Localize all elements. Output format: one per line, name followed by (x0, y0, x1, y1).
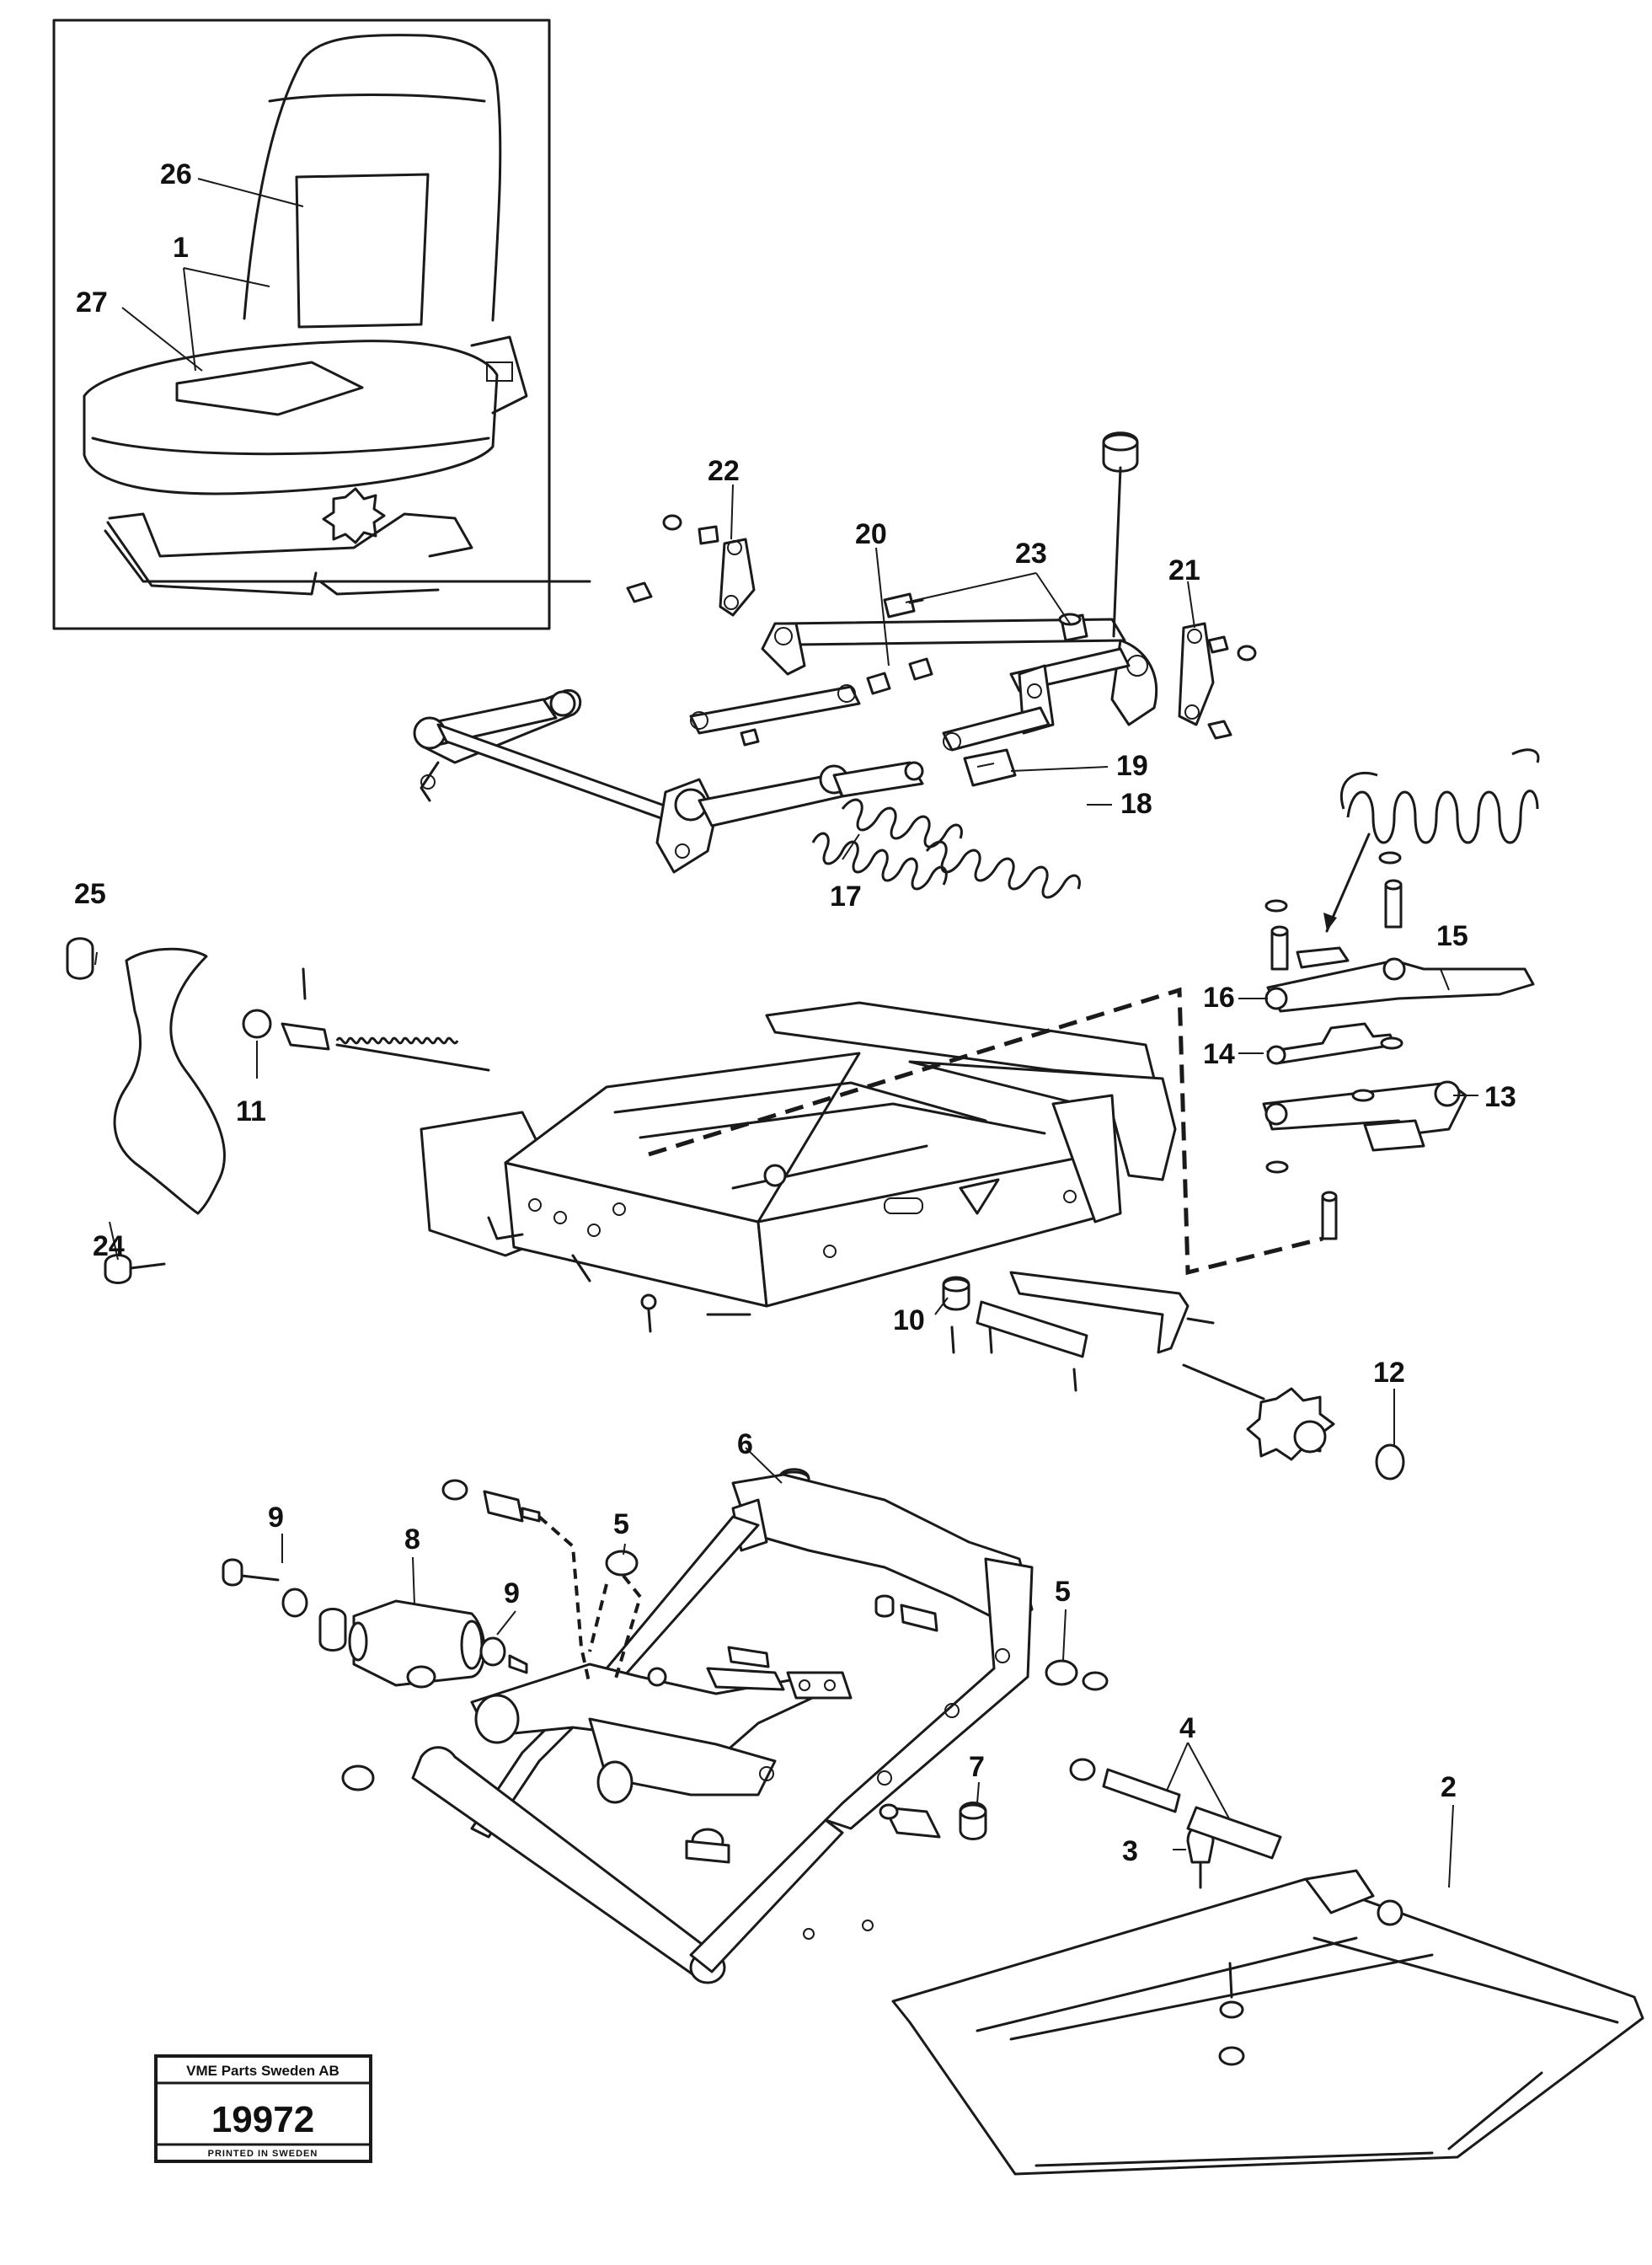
callout-16: 16 (1203, 982, 1235, 1014)
callout-26: 26 (160, 158, 192, 190)
callout-20: 20 (855, 518, 887, 550)
right-brackets (1262, 851, 1535, 1240)
leader-lines (94, 484, 1478, 1888)
callout-24: 24 (93, 1230, 125, 1262)
callout-7: 7 (969, 1751, 985, 1783)
callout-23: 23 (1015, 538, 1047, 570)
callout-5a: 5 (613, 1508, 629, 1540)
stamp-number: 19972 (211, 2099, 314, 2140)
callout-9b: 9 (504, 1577, 520, 1609)
callout-labels: 26 1 27 22 20 23 21 19 18 17 25 15 16 14… (74, 158, 1516, 1867)
stamp-printed: PRINTED IN SWEDEN (208, 2149, 318, 2159)
callout-22: 22 (708, 455, 740, 487)
middle-frame (66, 937, 1405, 1481)
callout-17: 17 (830, 881, 862, 913)
part-number-stamp: VME Parts Sweden AB 19972 PRINTED IN SWE… (154, 2054, 372, 2163)
callout-6: 6 (737, 1428, 753, 1460)
seat-inset (52, 19, 591, 630)
callout-8: 8 (404, 1523, 420, 1556)
callout-19: 19 (1116, 750, 1148, 782)
callout-25: 25 (74, 878, 106, 910)
base-frame (803, 1758, 1644, 2176)
tension-spring (1323, 748, 1540, 933)
callout-13: 13 (1484, 1081, 1516, 1113)
callout-11: 11 (236, 1095, 266, 1127)
callout-2: 2 (1441, 1771, 1457, 1803)
stamp-company: VME Parts Sweden AB (186, 2063, 339, 2079)
callout-12: 12 (1373, 1357, 1405, 1389)
callout-3: 3 (1122, 1835, 1138, 1867)
callout-27: 27 (76, 286, 108, 319)
lower-suspension (222, 1468, 1109, 1984)
callout-14: 14 (1203, 1038, 1235, 1070)
callout-4: 4 (1179, 1712, 1195, 1744)
callout-5b: 5 (1055, 1576, 1071, 1608)
upper-linkage (413, 431, 1257, 899)
callout-1: 1 (173, 232, 189, 264)
callout-15: 15 (1436, 920, 1468, 952)
callout-21: 21 (1168, 554, 1200, 586)
callout-18: 18 (1120, 788, 1152, 820)
callout-10: 10 (893, 1304, 925, 1336)
callout-9a: 9 (268, 1502, 284, 1534)
